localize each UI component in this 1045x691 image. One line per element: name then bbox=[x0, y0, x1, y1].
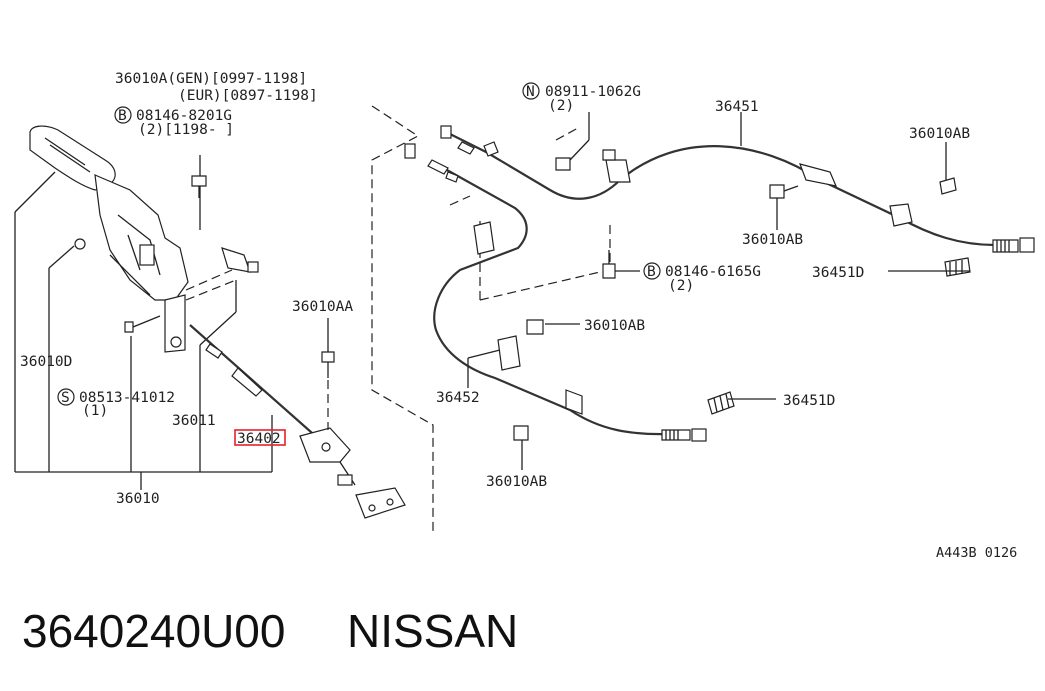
label-36010a-eur: (EUR)[0897-1198] bbox=[178, 88, 318, 104]
right-hardware bbox=[513, 149, 957, 441]
label-bolt-08146-6165g: 08146-6165G bbox=[665, 264, 761, 280]
bolt-symbol-icon bbox=[114, 106, 132, 124]
label-36010ab-a: 36010AB bbox=[909, 126, 970, 142]
center-cable-36452 bbox=[404, 143, 707, 442]
label-bolt-08146-6165g-qty: (2) bbox=[668, 278, 694, 294]
part-number: 3640240U00 bbox=[22, 605, 285, 657]
label-36010ab-d: 36010AB bbox=[486, 474, 547, 490]
label-36010ab-b: 36010AB bbox=[742, 232, 803, 248]
label-36452: 36452 bbox=[436, 390, 480, 406]
label-36011: 36011 bbox=[172, 413, 216, 429]
label-screw-08513-41012: 08513-41012 bbox=[79, 390, 175, 406]
dashed-group-boundary bbox=[371, 105, 611, 535]
label-nut-08911-1062g: 08911-1062G bbox=[545, 84, 641, 100]
bolt-symbol-icon-2 bbox=[643, 262, 661, 280]
diagram-id: A443B 0126 bbox=[936, 545, 1017, 561]
label-36010ab-c: 36010AB bbox=[584, 318, 645, 334]
label-36402-highlighted: 36402 bbox=[237, 431, 281, 447]
lever-assembly-bracket-lines bbox=[14, 155, 273, 490]
footer: 3640240U00 NISSAN bbox=[22, 605, 518, 657]
leader-lines bbox=[467, 112, 970, 470]
label-bolt-08146-8201g: 08146-8201G bbox=[136, 108, 232, 124]
parking-brake-lever bbox=[29, 125, 189, 353]
screw-symbol-icon bbox=[57, 388, 75, 406]
label-36010: 36010 bbox=[116, 491, 160, 507]
part-labels: 36010A(GEN)[0997-1198] (EUR)[0897-1198] … bbox=[20, 71, 1017, 561]
label-36451: 36451 bbox=[715, 99, 759, 115]
symbol-bolt-1: B bbox=[118, 108, 127, 124]
label-bolt-08146-8201g-qty: (2)[1198- ] bbox=[138, 122, 234, 138]
clip-36451d-lower bbox=[707, 391, 735, 415]
label-36010d: 36010D bbox=[20, 354, 72, 370]
bolt-08146-8201g bbox=[191, 175, 207, 198]
bolt-36010aa bbox=[321, 318, 335, 430]
symbol-nut: N bbox=[526, 84, 535, 100]
symbol-screw: S bbox=[61, 390, 70, 406]
label-36451d-a: 36451D bbox=[812, 265, 864, 281]
highlight-box bbox=[234, 429, 286, 446]
symbol-bolt-2: B bbox=[647, 264, 656, 280]
right-cable-36451 bbox=[440, 125, 1035, 253]
front-cable-36402 bbox=[189, 324, 406, 519]
label-36451d-b: 36451D bbox=[783, 393, 835, 409]
brand-name: NISSAN bbox=[347, 605, 518, 657]
label-36010aa: 36010AA bbox=[292, 299, 353, 315]
clip-36451d-upper bbox=[944, 257, 971, 277]
cable-guide-bracket bbox=[185, 247, 259, 301]
label-screw-qty: (1) bbox=[82, 403, 108, 419]
label-nut-qty: (2) bbox=[548, 98, 574, 114]
nut-symbol-icon bbox=[522, 82, 540, 100]
label-36010a-gen: 36010A(GEN)[0997-1198] bbox=[115, 71, 307, 87]
